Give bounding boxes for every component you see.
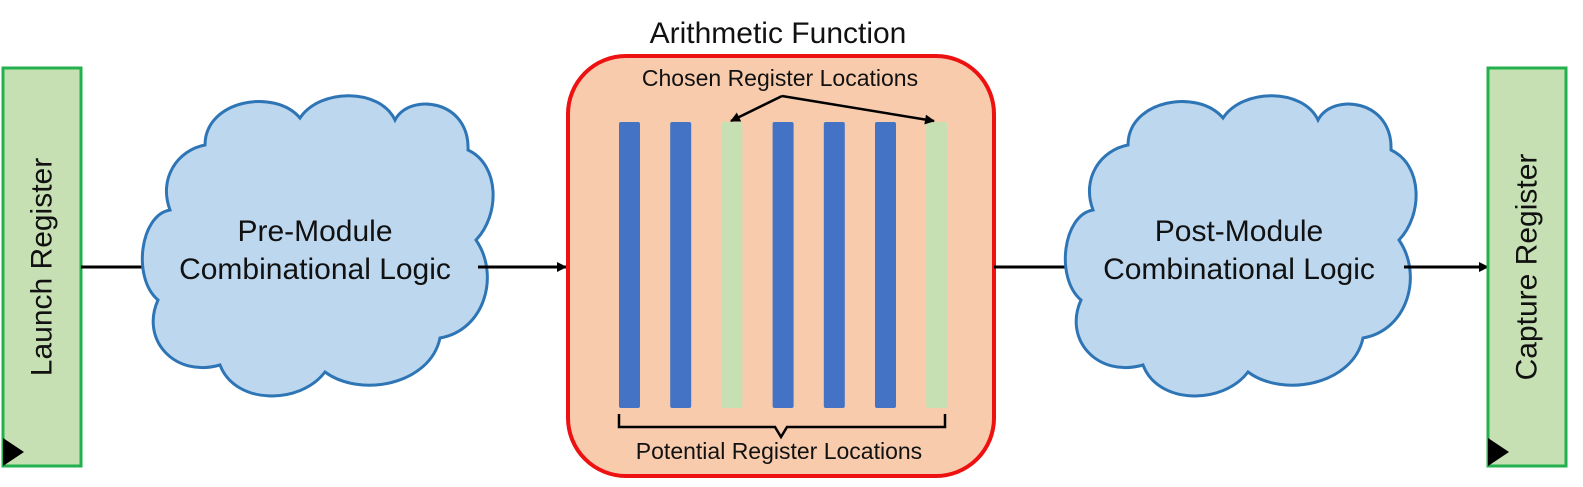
clock-triangle-icon bbox=[3, 438, 24, 466]
post-module-cloud: Post-Module Combinational Logic bbox=[1063, 94, 1418, 398]
cloud-icon bbox=[140, 94, 495, 398]
pre-module-line1: Pre-Module bbox=[237, 215, 392, 248]
potential-register-column bbox=[875, 122, 896, 408]
pre-module-line2: Combinational Logic bbox=[179, 253, 451, 286]
potential-register-locations-label: Potential Register Locations bbox=[636, 438, 922, 464]
post-module-line1: Post-Module bbox=[1155, 215, 1323, 248]
post-module-line2: Combinational Logic bbox=[1103, 253, 1375, 286]
potential-register-column bbox=[670, 122, 692, 408]
chosen-pointer-right bbox=[781, 94, 935, 125]
launch-register-label: Launch Register bbox=[26, 158, 59, 376]
potential-register-column bbox=[619, 122, 640, 408]
chosen-register-column bbox=[926, 122, 948, 408]
potential-register-column bbox=[823, 122, 845, 408]
pre-module-cloud: Pre-Module Combinational Logic bbox=[140, 94, 495, 398]
arithmetic-function-title: Arithmetic Function bbox=[650, 17, 907, 50]
capture-register: Capture Register bbox=[1486, 66, 1568, 468]
chosen-register-column bbox=[721, 122, 743, 408]
potential-bracket bbox=[617, 414, 947, 440]
register-columns bbox=[619, 122, 948, 408]
cloud-icon bbox=[1063, 94, 1418, 398]
potential-register-column bbox=[772, 122, 794, 408]
arithmetic-function-module: Arithmetic Function Chosen Register Loca… bbox=[566, 17, 996, 478]
chosen-register-locations-label: Chosen Register Locations bbox=[642, 65, 918, 91]
launch-register: Launch Register bbox=[1, 66, 83, 468]
chosen-pointer-left bbox=[730, 94, 783, 123]
capture-register-label: Capture Register bbox=[1511, 154, 1544, 381]
clock-triangle-icon bbox=[1488, 438, 1509, 466]
